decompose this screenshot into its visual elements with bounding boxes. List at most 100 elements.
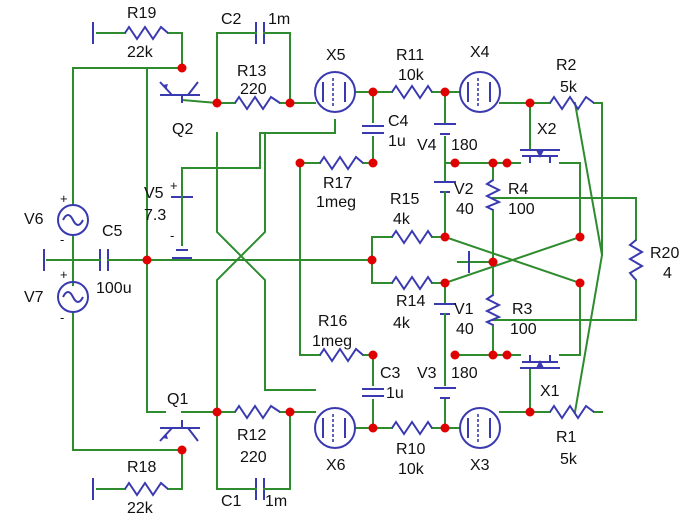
- label-V3: V3: [417, 365, 437, 382]
- label-V4-value: 180: [451, 137, 478, 154]
- label-R4: R4: [508, 181, 529, 198]
- label-R19-value: 22k: [127, 44, 154, 61]
- Q1-transistor: [159, 420, 200, 442]
- label-R14: R14: [396, 293, 425, 310]
- label-R20: R20: [650, 245, 679, 262]
- C4-capacitor: [362, 125, 384, 134]
- label-R11: R11: [396, 47, 424, 64]
- label-R13-value: 220: [240, 81, 267, 98]
- label-R16: R16: [318, 313, 347, 330]
- label-V3-value: 180: [451, 365, 478, 382]
- label-C1-value: 1m: [265, 493, 287, 510]
- R2-resistor: [549, 95, 595, 111]
- label-X1: X1: [540, 383, 560, 400]
- label-V5-value: 7.3: [144, 207, 166, 224]
- label-R16-value: 1meg: [312, 333, 352, 350]
- V5-minus: -: [170, 228, 174, 243]
- label-R15-value: 4k: [393, 211, 411, 228]
- label-C3: C3: [380, 365, 401, 382]
- label-C4-value: 1u: [388, 133, 406, 150]
- R19-resistor: [124, 25, 169, 41]
- X1-mosfet: [520, 355, 560, 369]
- R4-resistor: [484, 179, 502, 211]
- X2-mosfet: [520, 149, 560, 163]
- V6-ac-source: [57, 204, 89, 236]
- label-R3-value: 100: [510, 321, 537, 338]
- label-C1: C1: [221, 493, 242, 510]
- label-X6: X6: [326, 457, 346, 474]
- label-R18: R18: [127, 459, 156, 476]
- R11-resistor: [391, 84, 433, 100]
- R17-resistor: [319, 155, 364, 171]
- label-V4: V4: [417, 137, 437, 154]
- R12-resistor: [234, 404, 281, 420]
- label-C5-value: 100u: [96, 280, 132, 297]
- label-C2: C2: [221, 11, 242, 28]
- X5-tube: [314, 71, 356, 113]
- label-R4-value: 100: [508, 201, 535, 218]
- label-V6: V6: [24, 211, 44, 228]
- Q2-transistor: [159, 81, 200, 103]
- label-R11-value: 10k: [398, 67, 425, 84]
- R20-resistor: [628, 239, 644, 281]
- R1-resistor: [549, 404, 595, 420]
- C3-capacitor: [362, 388, 384, 397]
- R10-resistor: [391, 420, 433, 436]
- label-V2: V2: [454, 181, 474, 198]
- label-Q2: Q2: [172, 121, 193, 138]
- C5-capacitor: [94, 249, 118, 271]
- V2-source: [434, 181, 456, 211]
- label-R10: R10: [396, 441, 425, 458]
- wires: [46, 32, 637, 490]
- label-R19: R19: [127, 5, 156, 22]
- V4-source: [434, 123, 456, 135]
- label-X4: X4: [470, 44, 490, 61]
- X3-tube: [459, 407, 501, 449]
- X4-tube: [459, 71, 501, 113]
- label-R1: R1: [556, 429, 577, 446]
- C1-capacitor: [247, 478, 273, 500]
- V6-minus: -: [60, 232, 64, 247]
- V6-plus: +: [60, 191, 68, 206]
- label-R13: R13: [237, 63, 266, 80]
- R13-resistor: [234, 95, 281, 111]
- R15-resistor: [391, 229, 433, 245]
- label-R2: R2: [556, 57, 577, 74]
- junction-nodes: [142, 63, 585, 455]
- label-X3: X3: [470, 457, 490, 474]
- label-V2-value: 40: [456, 201, 474, 218]
- label-V5: V5: [144, 185, 164, 202]
- label-R17: R17: [323, 175, 352, 192]
- label-R3: R3: [512, 301, 533, 318]
- V3-source: [434, 387, 456, 399]
- label-V1-value: 40: [456, 321, 474, 338]
- label-Q1: Q1: [167, 391, 188, 408]
- label-R18-value: 22k: [127, 500, 154, 517]
- R18-resistor: [124, 481, 169, 497]
- label-R14-value: 4k: [393, 315, 411, 332]
- label-R17-value: 1meg: [316, 194, 356, 211]
- label-C2-value: 1m: [268, 11, 290, 28]
- label-R2-value: 5k: [560, 79, 578, 96]
- label-C5: C5: [102, 223, 123, 240]
- label-C4: C4: [388, 113, 409, 130]
- R14-resistor: [391, 275, 433, 291]
- label-R1-value: 5k: [560, 451, 578, 468]
- label-C3-value: 1u: [386, 385, 404, 402]
- label-R12: R12: [237, 427, 266, 444]
- label-R15: R15: [390, 191, 419, 208]
- X6-tube: [314, 407, 356, 449]
- C2-capacitor: [247, 22, 273, 44]
- R16-resistor: [319, 347, 364, 363]
- V7-plus: +: [60, 267, 68, 282]
- label-R12-value: 220: [240, 449, 267, 466]
- V7-ac-source: [57, 281, 89, 313]
- V1-source: [434, 303, 456, 331]
- V7-minus: -: [60, 310, 64, 325]
- label-X2: X2: [537, 121, 557, 138]
- label-X5: X5: [326, 47, 346, 64]
- label-R20-value: 4: [663, 265, 672, 282]
- V5-source: [171, 196, 193, 251]
- label-V7: V7: [24, 289, 44, 306]
